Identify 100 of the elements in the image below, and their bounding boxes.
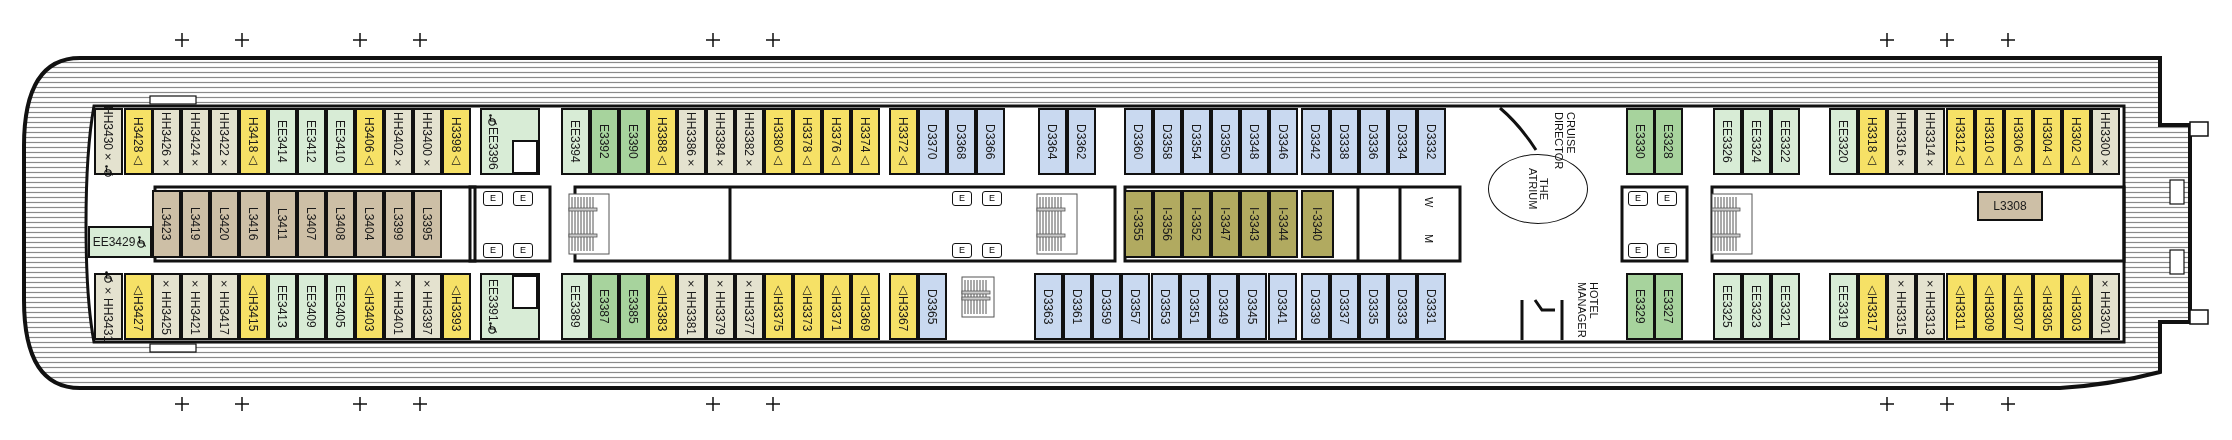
cabin <box>151 190 181 258</box>
elevator <box>483 191 503 206</box>
cabin <box>1770 273 1800 340</box>
cabin <box>2061 273 2091 340</box>
cabin <box>888 273 918 340</box>
cabin-number: E3392 <box>598 124 610 159</box>
cabin <box>850 108 880 175</box>
cabin <box>1358 273 1388 340</box>
cabin <box>618 108 648 175</box>
cabin-number: HH3316× <box>1895 112 1907 171</box>
cabin-number: L3395 <box>421 207 433 241</box>
cabin <box>123 108 153 175</box>
cabin-number: I-3356 <box>1161 207 1173 241</box>
elevator-sign: E <box>490 246 496 255</box>
elevator-sign: E <box>1664 194 1670 203</box>
cabin-number: L3411 <box>276 207 288 241</box>
cabin-number: EE3326 <box>1721 120 1733 163</box>
cabin <box>1828 273 1858 340</box>
cabin-number: D3368 <box>955 123 967 160</box>
cabin <box>441 273 471 340</box>
cabin-number: H3418△ <box>247 116 259 167</box>
cabin <box>1239 190 1269 258</box>
cabin <box>1625 108 1655 175</box>
cabin <box>1300 108 1330 175</box>
cabin-number: D3364 <box>1046 123 1058 160</box>
cabin-number: △H3393 <box>450 281 462 332</box>
cabin-number: H3304△ <box>2041 116 2053 167</box>
room-label: W <box>1423 197 1436 208</box>
cabin <box>2090 108 2120 175</box>
elevator-sign: E <box>520 246 526 255</box>
cabin <box>1120 273 1150 340</box>
cabin-number: D3363 <box>1042 288 1054 325</box>
cabin-number: ×HH3397 <box>421 277 433 336</box>
cabin <box>589 108 619 175</box>
cabin <box>1741 273 1771 340</box>
cabin-number: E3329 <box>1634 289 1646 324</box>
cabin-number: H3376△ <box>830 116 842 167</box>
cabin-number: E3390 <box>627 124 639 159</box>
cabin-number: D3338 <box>1338 123 1350 160</box>
cabin-number: △H3403 <box>363 281 375 332</box>
cabin <box>1712 273 1742 340</box>
cabin-number: D3342 <box>1309 123 1321 160</box>
cabin <box>354 108 384 175</box>
cabin-number: D3336 <box>1367 123 1379 160</box>
cabin <box>209 190 239 258</box>
cabin-number: ×HH3381 <box>685 277 697 336</box>
cabin-number: H3374△ <box>859 116 871 167</box>
cabin <box>93 108 123 175</box>
cabin-number: HH3422× <box>218 112 230 171</box>
cabin-number: EE3396 <box>487 126 499 170</box>
cabin-number: D3332 <box>1425 123 1437 160</box>
cabin <box>1945 273 1975 340</box>
cabin <box>1625 273 1655 340</box>
cabin <box>1974 108 2004 175</box>
cabin-number: L3416 <box>247 207 259 241</box>
cabin <box>2061 108 2091 175</box>
cabin <box>2003 108 2033 175</box>
cabin-number: △H3305 <box>2041 281 2053 332</box>
cabin <box>354 190 384 258</box>
cabin-number: HH3402× <box>392 112 404 171</box>
cabin <box>1123 190 1153 258</box>
cabin <box>676 108 706 175</box>
cabin-number: D3353 <box>1159 288 1171 325</box>
cabin-number: EE3410 <box>334 120 346 163</box>
cabin <box>1712 108 1742 175</box>
cabin <box>412 108 442 175</box>
cabin-number: HH3314× <box>1924 112 1936 171</box>
cabin-number: ×HH3377 <box>743 277 755 336</box>
cabin <box>441 108 471 175</box>
cabin <box>1300 273 1330 340</box>
cabin-number: D3359 <box>1100 288 1112 325</box>
cabin-number: △H3371 <box>830 281 842 332</box>
cabin <box>792 108 822 175</box>
cabin-number: EE3412 <box>305 120 317 163</box>
cabin-number: EE3320 <box>1837 120 1849 163</box>
cabin-number: D3351 <box>1188 288 1200 325</box>
cabin <box>763 273 793 340</box>
cabin-number: E3385 <box>627 289 639 324</box>
cabin <box>325 273 355 340</box>
elevator-sign: E <box>490 194 496 203</box>
cabin <box>1358 108 1388 175</box>
cabin <box>946 108 976 175</box>
elevator <box>952 243 972 258</box>
cabin-number: EE3325 <box>1721 285 1733 328</box>
cabin-number: I-3352 <box>1190 207 1202 241</box>
cabin <box>238 190 268 258</box>
cabin-number: △H3415 <box>247 281 259 332</box>
cabin <box>1416 108 1446 175</box>
cabin <box>1150 273 1180 340</box>
cabin-number: H3318△ <box>1866 116 1878 167</box>
cabin <box>1857 108 1887 175</box>
cabin <box>383 190 413 258</box>
cabin-number: △H3303 <box>2070 281 2082 332</box>
cabin <box>1915 273 1945 340</box>
cabin-number: H3398△ <box>450 116 462 167</box>
cabin <box>821 273 851 340</box>
room-label: CRUISE DIRECTOR <box>1553 112 1578 172</box>
elevator-sign: E <box>959 194 965 203</box>
cabin-number: HH3300× <box>2099 112 2111 171</box>
cabin <box>1037 108 1067 175</box>
